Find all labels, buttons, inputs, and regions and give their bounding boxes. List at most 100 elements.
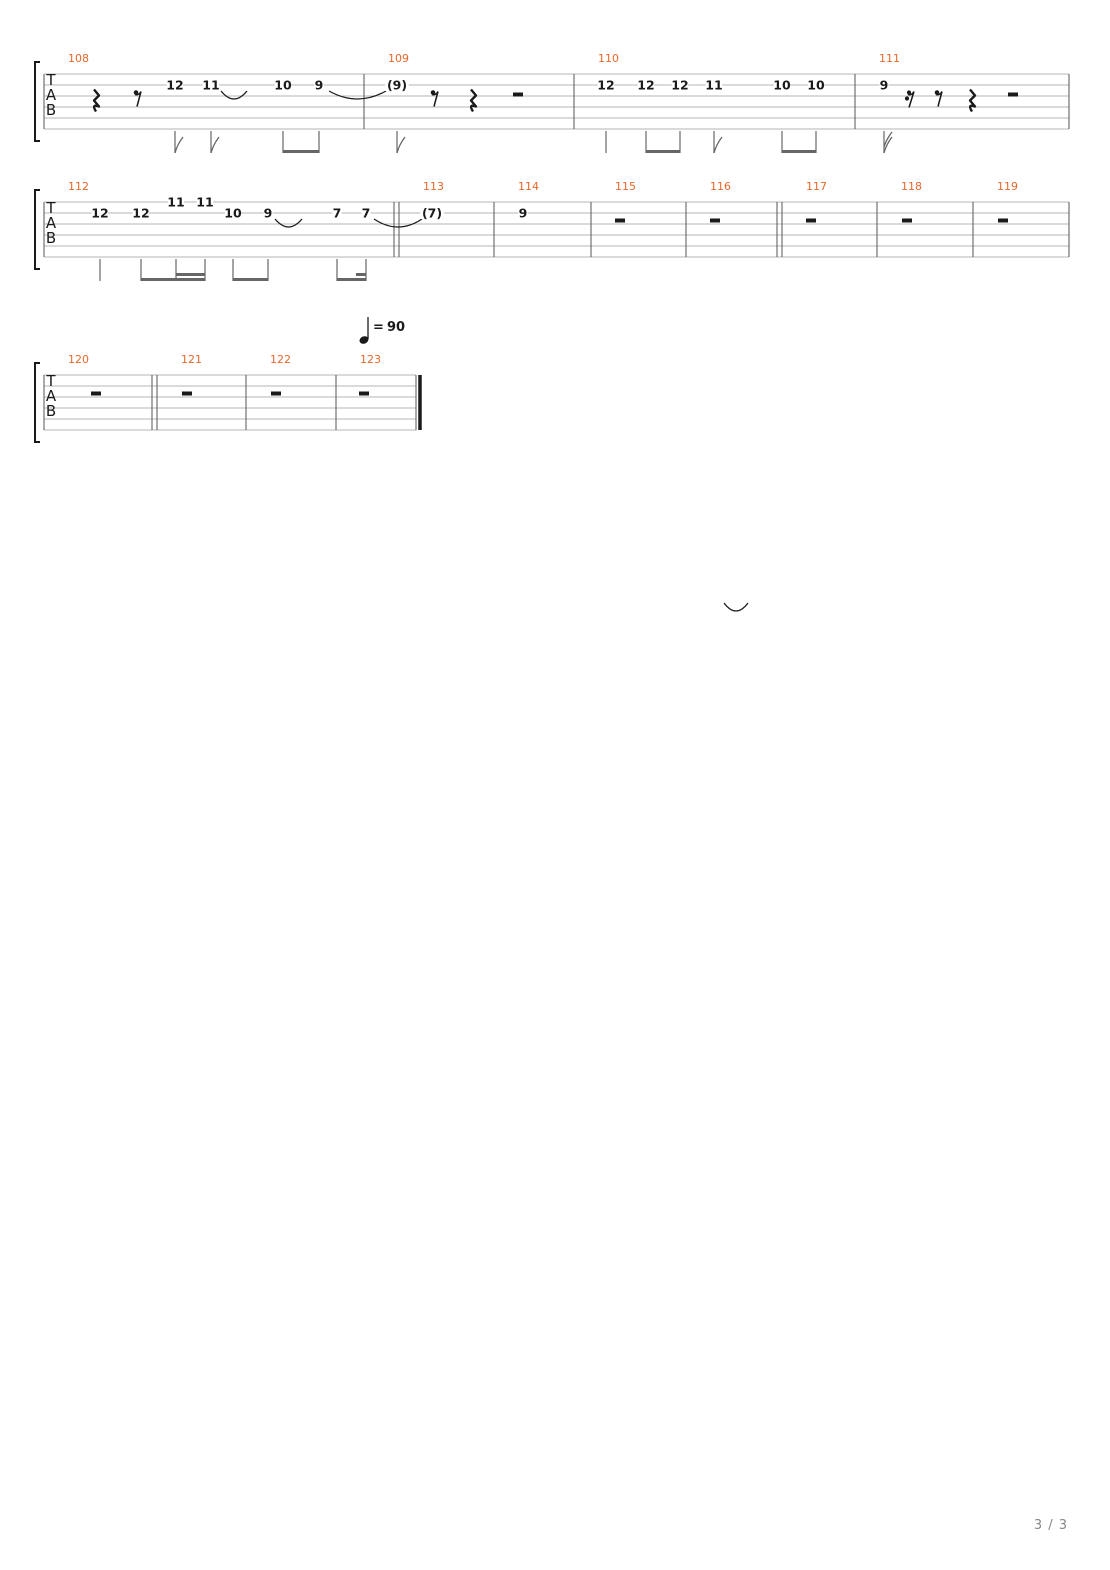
beam	[233, 278, 268, 281]
whole-rest	[806, 218, 816, 223]
fret-number: 9	[880, 78, 889, 93]
tab-clef-letter: T	[45, 199, 56, 217]
measure-number: 119	[997, 180, 1018, 193]
fret-number-bg	[167, 195, 185, 208]
tab-clef-letter: B	[46, 402, 56, 420]
fret-number-bg	[420, 206, 444, 219]
fret-number: (7)	[422, 206, 442, 221]
sixteenth-rest-dot-2	[904, 96, 910, 101]
beam-16th-partial	[356, 273, 366, 276]
whole-rest	[271, 391, 281, 396]
tie	[220, 90, 248, 100]
eighth-rest	[431, 91, 439, 107]
tie	[328, 90, 387, 100]
measure-number: 115	[615, 180, 636, 193]
whole-rest	[615, 218, 625, 223]
tab-clef-letter: B	[46, 229, 56, 247]
measure-number: 122	[270, 353, 291, 366]
tab-clef-letter: A	[46, 387, 57, 405]
note-flag	[210, 136, 220, 154]
fret-number: 7	[362, 206, 371, 221]
whole-rest	[998, 218, 1008, 223]
fret-number: 7	[333, 206, 342, 221]
fret-number-bg	[224, 206, 242, 219]
whole-rest	[359, 391, 369, 396]
whole-rest	[902, 218, 912, 223]
fret-number: 11	[202, 78, 219, 93]
measure-number: 121	[181, 353, 202, 366]
system-bracket	[34, 362, 40, 443]
fret-number: 9	[264, 206, 273, 221]
fret-number: 12	[637, 78, 654, 93]
page-number: 3 / 3	[1033, 1518, 1068, 1533]
whole-rest	[182, 391, 192, 396]
measure-number: 114	[518, 180, 539, 193]
fret-number-bg	[637, 78, 655, 91]
measure-number: 118	[901, 180, 922, 193]
sixteenth-rest-dot-1	[906, 90, 912, 95]
beam	[141, 278, 205, 281]
fret-number-bg	[671, 78, 689, 91]
fret-number: 10	[773, 78, 791, 93]
beam	[337, 278, 366, 281]
note-flag	[396, 136, 406, 154]
measure-number: 113	[423, 180, 444, 193]
fret-number: 10	[274, 78, 292, 93]
whole-rest	[710, 218, 720, 223]
note-flag	[883, 136, 893, 154]
fret-number-bg	[773, 78, 791, 91]
fret-number: 10	[807, 78, 825, 93]
ties-layer	[220, 90, 749, 612]
half-rest	[513, 92, 523, 97]
fret-number-bg	[332, 206, 342, 219]
tie	[274, 218, 303, 228]
system-bracket	[34, 61, 40, 142]
fret-number: 11	[705, 78, 722, 93]
fret-number-bg	[196, 195, 214, 208]
measure-number: 112	[68, 180, 89, 193]
tie	[373, 218, 423, 228]
tab-clef-letter: T	[45, 372, 56, 390]
system-bracket	[34, 189, 40, 270]
note-flag	[174, 136, 184, 154]
whole-rest	[91, 391, 101, 396]
fret-number-bg	[518, 206, 528, 219]
tab-clef-letter: T	[45, 71, 56, 89]
tempo-marking: = 90	[359, 317, 405, 344]
fret-number-bg	[166, 78, 184, 91]
fret-number: 10	[224, 206, 242, 221]
tab-clef-letter: A	[46, 214, 57, 232]
measure-number: 116	[710, 180, 731, 193]
half-rest	[1008, 92, 1018, 97]
fret-number: 9	[315, 78, 324, 93]
beam	[646, 150, 680, 153]
eighth-rest-dot	[934, 90, 940, 95]
eighth-rest-dot	[430, 90, 436, 95]
fret-number: 11	[167, 195, 184, 210]
measure-number: 111	[879, 52, 900, 65]
fret-number-bg	[385, 78, 409, 91]
fret-number-bg	[274, 78, 292, 91]
fret-number: 12	[166, 78, 183, 93]
fret-number-bg	[202, 78, 220, 91]
quarter-rest	[968, 88, 977, 113]
sixteenth-rest	[907, 91, 915, 108]
fret-number-bg	[807, 78, 825, 91]
measure-number: 123	[360, 353, 381, 366]
quarter-note-icon	[359, 336, 369, 344]
fret-number-bg	[91, 206, 109, 219]
measure-number: 108	[68, 52, 89, 65]
fret-number: 9	[519, 206, 528, 221]
note-flag-16th	[883, 131, 893, 148]
note-flag	[713, 136, 723, 154]
measure-number: 120	[68, 353, 89, 366]
fret-number-bg	[361, 206, 371, 219]
beam-16th	[176, 273, 205, 276]
quarter-rest	[469, 88, 478, 113]
fret-number: 12	[132, 206, 149, 221]
quarter-rest	[92, 88, 101, 113]
measure-number: 109	[388, 52, 409, 65]
